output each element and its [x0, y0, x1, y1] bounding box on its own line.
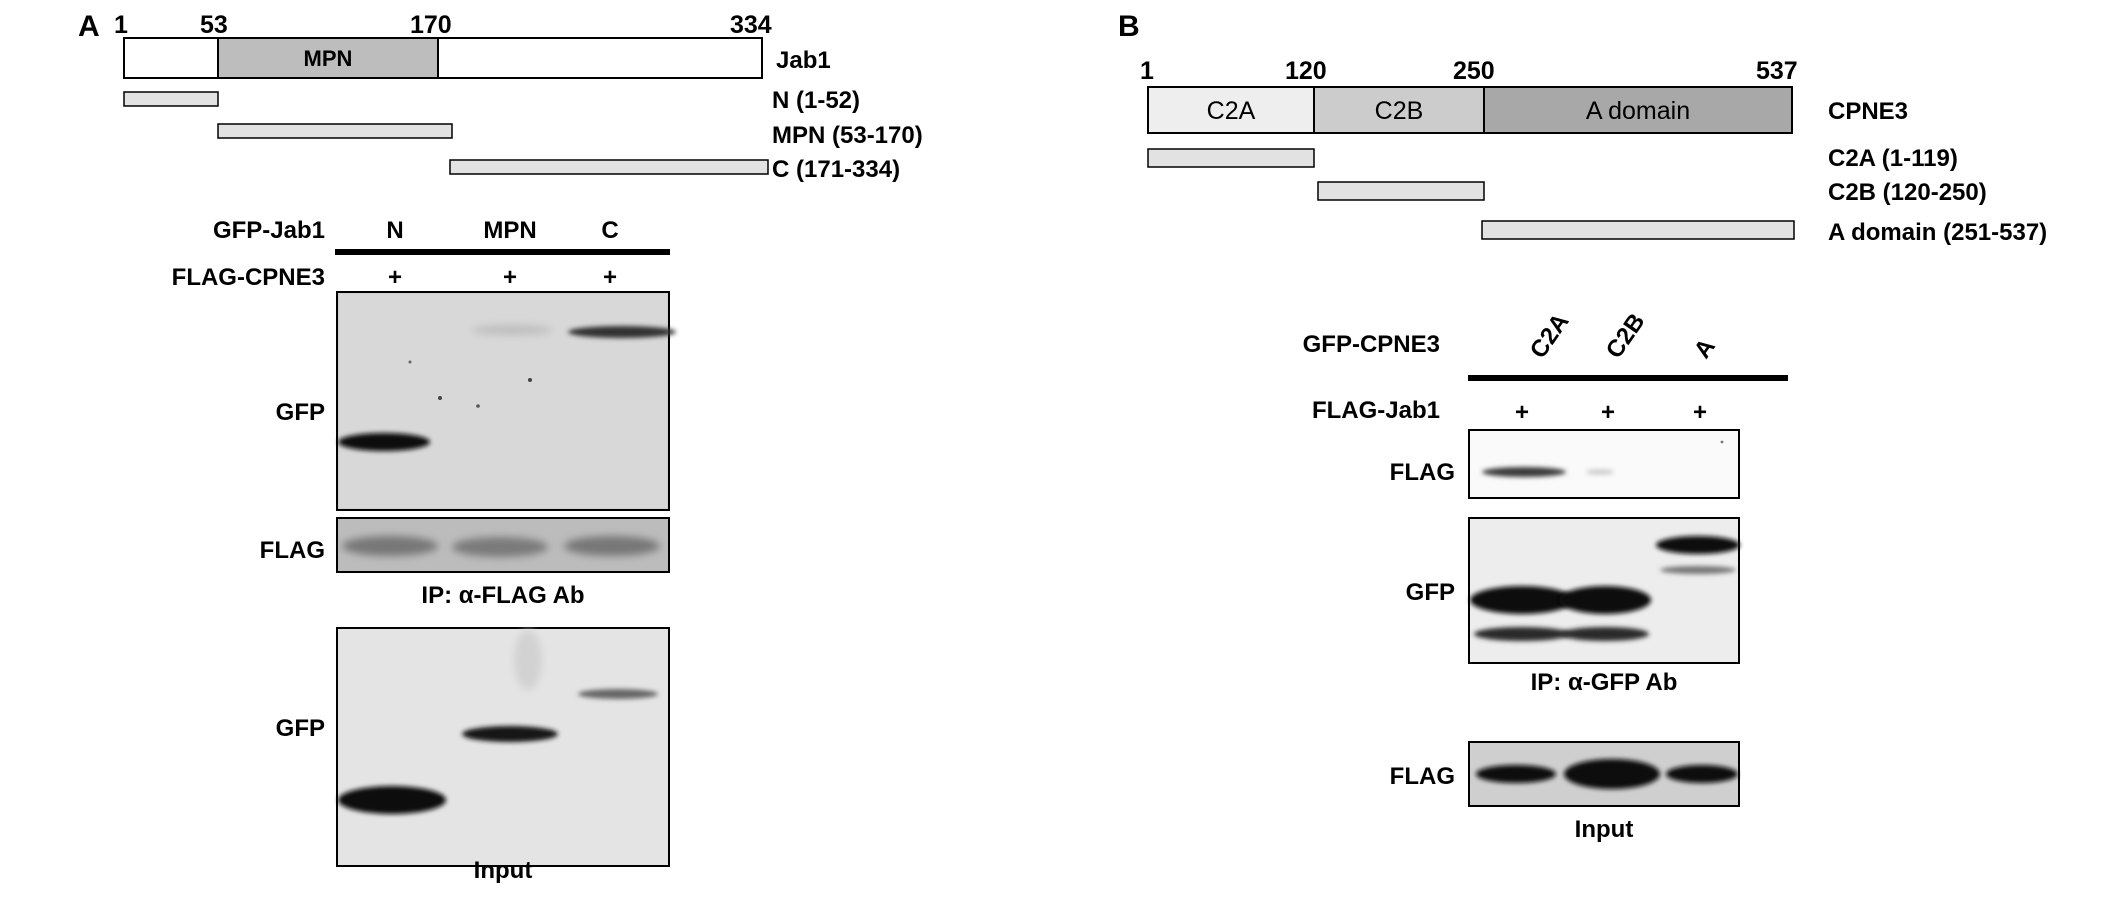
jab1-mpn-domain — [217, 37, 439, 79]
blot-label-gfp: GFP — [276, 399, 325, 426]
lane-label-mpn: MPN — [483, 217, 536, 244]
blot-label-flag-input: FLAG — [1390, 763, 1455, 790]
construct-label-c2b: C2B (120-250) — [1828, 179, 1987, 206]
row-label-flag-cpne3: FLAG-CPNE3 — [172, 264, 325, 291]
jab1-protein-name: Jab1 — [776, 47, 831, 74]
plus-sign: + — [388, 264, 402, 291]
panel-a-label: A — [78, 10, 100, 43]
band-a-input — [1666, 765, 1738, 783]
blot-a-gfp-input — [336, 627, 670, 867]
band-c2a-input — [1476, 765, 1556, 783]
jab1-pos-1: 1 — [114, 11, 128, 39]
plus-sign: + — [603, 264, 617, 291]
input-caption-b: Input — [1575, 816, 1634, 843]
lane-label-c: C — [601, 217, 618, 244]
cpne3-pos-537: 537 — [1756, 57, 1798, 85]
blot-label-flag: FLAG — [1390, 459, 1455, 486]
band-n-input — [338, 786, 446, 814]
blot-b-gfp-ip — [1468, 517, 1740, 664]
cpne3-pos-120: 120 — [1285, 57, 1327, 85]
cpne3-pos-250: 250 — [1453, 57, 1495, 85]
cpne3-c2b-domain — [1313, 86, 1485, 134]
construct-label-a-domain: A domain (251-537) — [1828, 219, 2047, 246]
panel-b-label: B — [1118, 10, 1140, 43]
blot-b-flag-ip — [1468, 429, 1740, 499]
jab1-pos-170: 170 — [410, 11, 452, 39]
ip-caption-b: IP: α-GFP Ab — [1531, 669, 1678, 696]
blot-label-gfp-input: GFP — [276, 715, 325, 742]
panel-a: A 1 53 170 334 MPN Jab1 N (1-52) MPN (53… — [78, 10, 923, 884]
band-n — [338, 433, 430, 451]
cpne3-a-domain-label: A domain — [1586, 97, 1690, 125]
plus-sign: + — [1515, 399, 1529, 426]
construct-label-n: N (1-52) — [772, 87, 860, 114]
band-c2b-input — [1564, 759, 1660, 789]
construct-bar-a-domain — [1481, 220, 1795, 240]
cpne3-c2b-label: C2B — [1375, 97, 1424, 125]
row-label-gfp-cpne3: GFP-CPNE3 — [1303, 331, 1440, 358]
plus-sign: + — [1693, 399, 1707, 426]
band-c — [568, 326, 676, 338]
row-label-gfp-jab1: GFP-Jab1 — [213, 217, 325, 244]
cpne3-protein-name: CPNE3 — [1828, 98, 1908, 125]
blot-b-flag-input — [1468, 741, 1740, 807]
band-a-gfp — [1656, 536, 1740, 554]
construct-label-mpn: MPN (53-170) — [772, 122, 923, 149]
lane-label-a: A — [1689, 334, 1721, 364]
band-mpn-input — [462, 726, 558, 742]
band-c2b-gfp — [1559, 586, 1651, 614]
panel-b: B 1 120 250 537 C2A C2B A domain CPNE3 C… — [1118, 10, 2047, 843]
band-c2a-flag — [1482, 467, 1566, 477]
jab1-pos-334: 334 — [730, 11, 772, 39]
plus-sign: + — [503, 264, 517, 291]
cpne3-a-domain — [1483, 86, 1793, 134]
input-caption-a: Input — [474, 857, 533, 884]
construct-bar-c2b — [1317, 181, 1485, 201]
construct-bar-mpn — [217, 123, 453, 139]
jab1-pos-53: 53 — [200, 11, 228, 39]
cpne3-c2a-label: C2A — [1207, 97, 1256, 125]
lane-label-c2b: C2B — [1601, 309, 1651, 364]
blot-label-gfp: GFP — [1406, 579, 1455, 606]
plus-sign: + — [1601, 399, 1615, 426]
jab1-mpn-domain-label: MPN — [304, 46, 353, 71]
lane-label-n: N — [386, 217, 403, 244]
band-c-input — [578, 689, 658, 699]
construct-bar-c — [449, 159, 769, 175]
lane-header-line — [1468, 375, 1788, 381]
construct-label-c: C (171-334) — [772, 156, 900, 183]
blot-a-flag-ip — [336, 517, 670, 573]
blot-a-gfp-ip — [336, 291, 676, 511]
lane-header-line — [335, 249, 670, 255]
cpne3-c2a-domain — [1147, 86, 1315, 134]
construct-bar-c2a — [1147, 148, 1315, 168]
blot-label-flag: FLAG — [260, 537, 325, 564]
row-label-flag-jab1: FLAG-Jab1 — [1312, 397, 1440, 424]
cpne3-pos-1: 1 — [1140, 57, 1154, 85]
band-c2a-gfp — [1470, 586, 1574, 614]
lane-label-c2a: C2A — [1525, 309, 1575, 364]
construct-bar-n — [123, 91, 219, 107]
construct-label-c2a: C2A (1-119) — [1828, 145, 1958, 172]
ip-caption-a: IP: α-FLAG Ab — [421, 582, 584, 609]
